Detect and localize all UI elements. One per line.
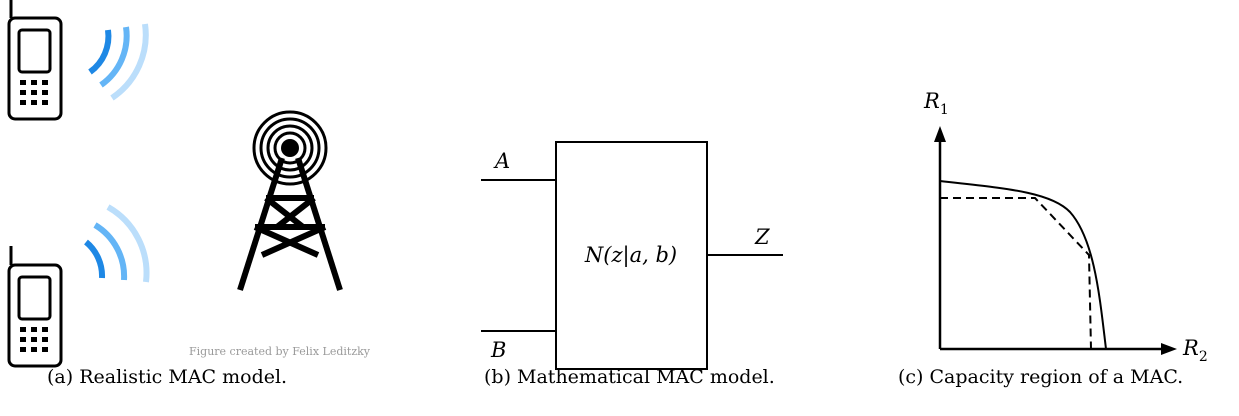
x-axis-label: R2 xyxy=(1182,336,1208,365)
caption-panel-b: (b) Mathematical MAC model. xyxy=(484,366,775,388)
panel-a: Figure created by Felix Leditzky xyxy=(7,0,371,368)
input-b-label: B xyxy=(490,338,506,362)
mobile-phone-bottom-icon xyxy=(7,246,63,368)
panel-b: A B Z N(z|a, b) xyxy=(481,141,783,370)
input-a-label: A xyxy=(493,149,510,173)
channel-label: N(z|a, b) xyxy=(584,243,677,268)
output-z-label: Z xyxy=(754,225,770,249)
x-axis-arrow-icon xyxy=(1161,343,1177,355)
mobile-phone-top-icon xyxy=(7,0,63,121)
antenna-tower-icon xyxy=(237,110,343,291)
figure-credit: Figure created by Felix Leditzky xyxy=(189,345,371,358)
y-axis-arrow-icon xyxy=(934,126,946,142)
panel-c: R1 R2 xyxy=(923,89,1208,365)
signal-waves-bottom-icon xyxy=(83,204,150,283)
caption-panel-a: (a) Realistic MAC model. xyxy=(47,366,288,388)
inner-region-boundary xyxy=(940,197,1092,350)
signal-waves-top-icon xyxy=(88,23,149,101)
caption-panel-c: (c) Capacity region of a MAC. xyxy=(898,366,1184,388)
y-axis-label: R1 xyxy=(923,89,949,118)
capacity-boundary-curve xyxy=(939,180,1107,350)
